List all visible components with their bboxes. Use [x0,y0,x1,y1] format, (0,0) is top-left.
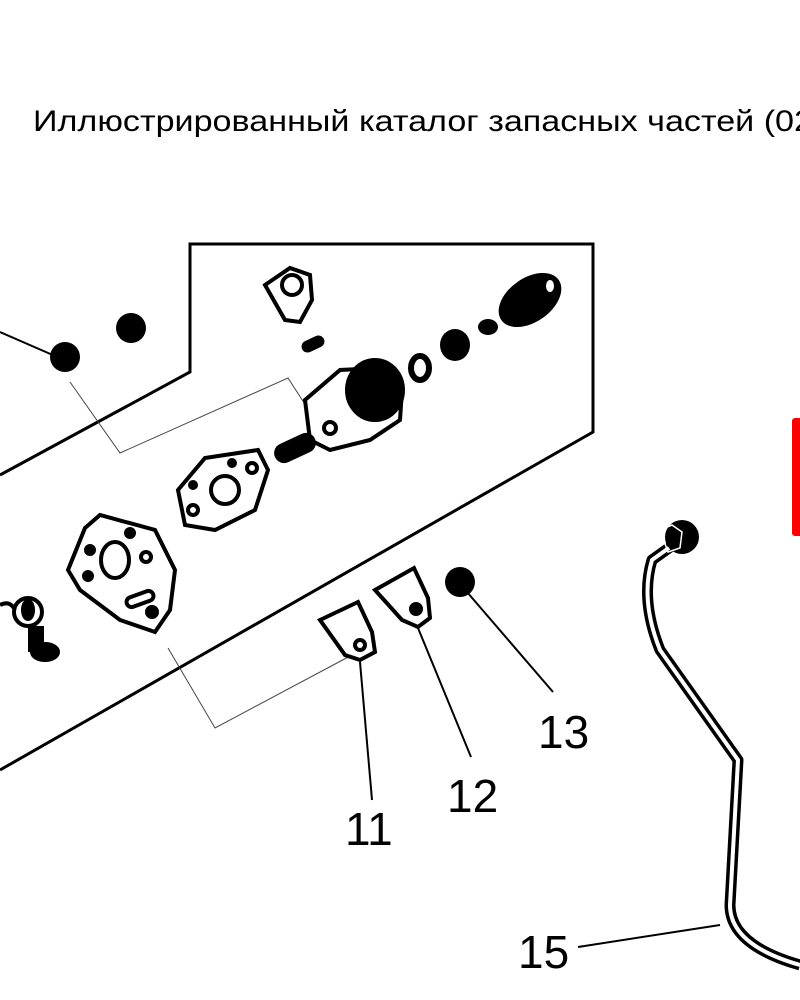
banjo-bolt-part [0,596,60,662]
leader-line-15 [577,924,721,948]
connection-line [167,647,353,729]
tab-part-12 [371,565,433,630]
red-marker [792,418,800,536]
plug-part [498,273,562,327]
pump-body-part [274,358,405,464]
leader-line-13 [466,591,554,693]
nut-part-13 [445,567,475,597]
callout-11: 11 [345,803,393,855]
flange-plate-part [65,512,178,635]
leader-line-11 [359,661,373,801]
seal-part [440,329,470,361]
tab-part-11 [316,599,378,663]
ball-part [478,319,498,335]
connection-line [69,377,311,454]
gasket-part [175,447,271,533]
o-ring-part [408,353,432,383]
callout-12: 12 [447,770,498,822]
assembly-frame [0,242,595,772]
leader-line-12 [417,627,472,758]
fuel-pipe-part [642,520,800,971]
callout-15: 15 [518,926,569,978]
nut-part [116,313,146,343]
catalog-title: Иллюстрированный каталог запасных частей… [33,105,800,138]
nut-part [50,342,80,372]
callout-13: 13 [538,706,589,758]
leader-line [0,331,56,357]
banjo-fitting-part [262,265,325,353]
